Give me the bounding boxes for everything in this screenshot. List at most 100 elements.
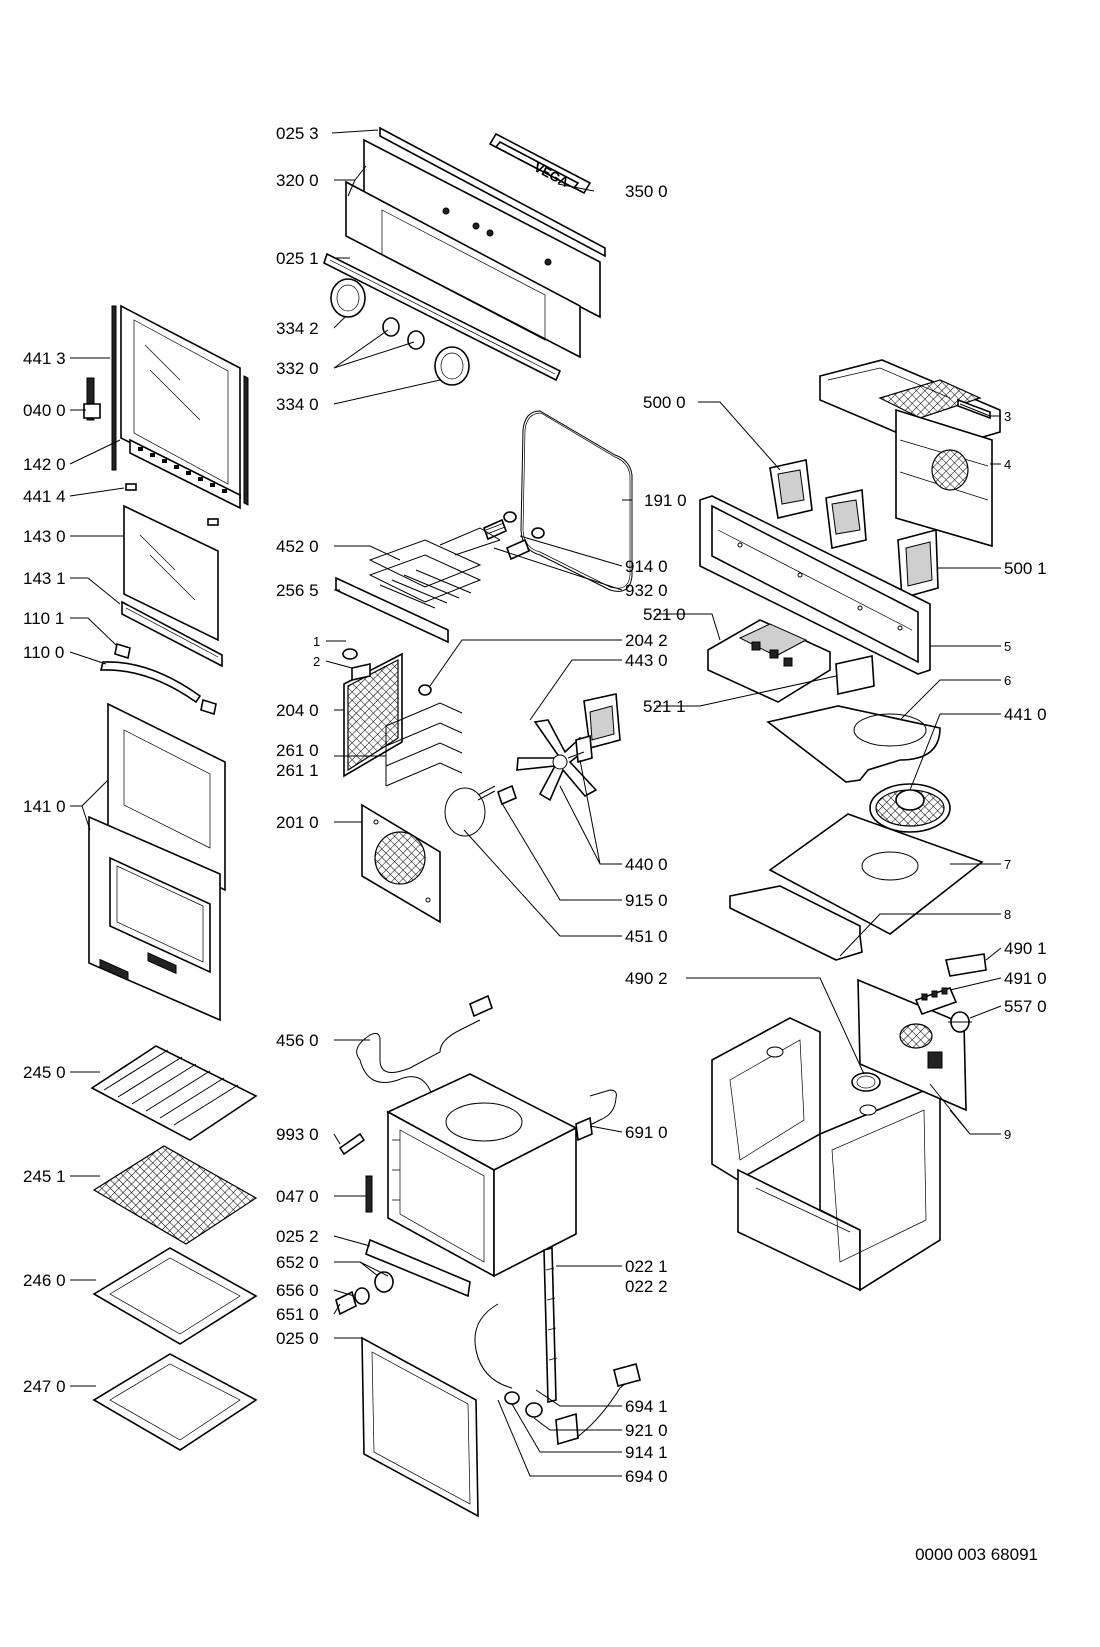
callout-441-4: 441 4 <box>23 487 66 506</box>
callout-491-0: 491 0 <box>1004 969 1047 988</box>
callout-320-0: 320 0 <box>276 171 319 190</box>
callout-245-0: 245 0 <box>23 1063 66 1082</box>
door-side-seal-left <box>111 305 117 471</box>
callout-204-2: 204 2 <box>625 631 668 650</box>
callout-245-1: 245 1 <box>23 1167 66 1186</box>
door-side-seal-right <box>243 375 249 506</box>
temperature-sensor-cable <box>474 1303 631 1439</box>
callout-201-0: 201 0 <box>276 813 319 832</box>
circular-heating-element <box>444 785 496 837</box>
callout-350-0: 350 0 <box>625 182 668 201</box>
callout-256-5: 256 5 <box>276 581 319 600</box>
door-glass-clip-upper <box>125 483 137 491</box>
callout-557-0: 557 0 <box>1004 997 1047 1016</box>
side-rack <box>385 702 463 787</box>
callout-143-0: 143 0 <box>23 527 66 546</box>
side-rail <box>543 1246 557 1404</box>
terminal-block <box>914 986 958 1016</box>
callout-025-0: 025 0 <box>276 1329 319 1348</box>
callout-9: 9 <box>1004 1127 1011 1142</box>
door-inner-glass <box>123 504 219 642</box>
top-insulation-plate <box>768 813 984 935</box>
callout-993-0: 993 0 <box>276 1125 319 1144</box>
lamp-cover <box>945 953 987 977</box>
callout-441-3: 441 3 <box>23 349 66 368</box>
control-frame <box>699 495 931 675</box>
callout-694-1: 694 1 <box>625 1397 668 1416</box>
control-panel-group: VEGA <box>323 126 606 382</box>
top-air-duct <box>729 885 863 961</box>
door-handle-end-cap-right <box>200 698 217 716</box>
callout-456-0: 456 0 <box>276 1031 319 1050</box>
callout-1: 1 <box>313 634 320 649</box>
sensor-gasket <box>504 1391 520 1405</box>
oven-back-plate <box>361 803 441 924</box>
callout-521-1: 521 1 <box>643 697 686 716</box>
cover-screw <box>351 663 371 681</box>
relay-group <box>769 459 939 600</box>
brand-badge: VEGA <box>488 132 592 195</box>
callout-191-0: 191 0 <box>644 491 687 510</box>
callout-490-1: 490 1 <box>1004 939 1047 958</box>
sensor-module <box>835 655 875 695</box>
callout-441-0: 441 0 <box>1004 705 1047 724</box>
callout-143-1: 143 1 <box>23 569 66 588</box>
callout-246-0: 246 0 <box>23 1271 66 1290</box>
cavity-bottom-trim <box>365 1238 471 1298</box>
document-code: 0000 003 68091 <box>915 1545 1038 1564</box>
callout-915-0: 915 0 <box>625 891 668 910</box>
callout-047-0: 047 0 <box>276 1187 319 1206</box>
grill-mesh-tray <box>92 1145 258 1245</box>
callout-6: 6 <box>1004 673 1011 688</box>
probe-socket <box>575 1089 617 1142</box>
callout-652-0: 652 0 <box>276 1253 319 1272</box>
fan-motor-group <box>497 693 621 806</box>
callout-247-0: 247 0 <box>23 1377 66 1396</box>
knob-shaft-parts <box>335 1271 394 1316</box>
door-glass-support-strip <box>121 600 223 668</box>
callout-261-1: 261 1 <box>276 761 319 780</box>
callout-694-0: 694 0 <box>625 1467 668 1486</box>
callout-110-0: 110 0 <box>23 643 64 662</box>
shelf-guide-strip <box>335 576 449 644</box>
callout-521-0: 521 0 <box>643 605 686 624</box>
callout-914-0: 914 0 <box>625 557 668 576</box>
callout-141-0: 141 0 <box>23 797 66 816</box>
callout-5: 5 <box>1004 639 1011 654</box>
callout-332-0: 332 0 <box>276 359 319 378</box>
callout-443-0: 443 0 <box>625 651 668 670</box>
control-panel-front <box>363 138 601 319</box>
callout-451-0: 451 0 <box>625 927 668 946</box>
callout-7: 7 <box>1004 857 1011 872</box>
callout-025-1: 025 1 <box>276 249 319 268</box>
door-vent-strip <box>129 438 241 510</box>
sensor-nut <box>525 1402 543 1418</box>
timer-knob-small-b <box>407 330 425 350</box>
callout-261-0: 261 0 <box>276 741 319 760</box>
callout-025-2: 025 2 <box>276 1227 319 1246</box>
thermal-fuse <box>948 1011 972 1033</box>
callout-651-0: 651 0 <box>276 1305 319 1324</box>
callout-3: 3 <box>1004 409 1011 424</box>
callout-691-0: 691 0 <box>625 1123 668 1142</box>
callout-025-3: 025 3 <box>276 124 319 143</box>
callout-656-0: 656 0 <box>276 1281 319 1300</box>
callout-932-0: 932 0 <box>625 581 668 600</box>
fixing-screw <box>338 1132 366 1156</box>
door-handle <box>99 661 202 704</box>
baking-tray <box>92 1247 258 1345</box>
shelf-support-rack <box>368 527 501 609</box>
lamp-holder-ring <box>851 1072 881 1092</box>
drip-pan <box>92 1353 258 1451</box>
callout-labels: 025 3 320 0 350 0 025 1 334 2 332 0 334 … <box>23 124 1047 1486</box>
electronic-control-board <box>707 619 831 703</box>
knobs-group <box>330 278 470 386</box>
callout-490-2: 490 2 <box>625 969 668 988</box>
callout-500-0: 500 0 <box>643 393 686 412</box>
top-cover-group <box>819 359 1001 548</box>
callout-452-0: 452 0 <box>276 537 319 556</box>
callout-022-2: 022 2 <box>625 1277 668 1296</box>
callout-2: 2 <box>313 654 320 669</box>
oven-casing <box>711 978 967 1292</box>
